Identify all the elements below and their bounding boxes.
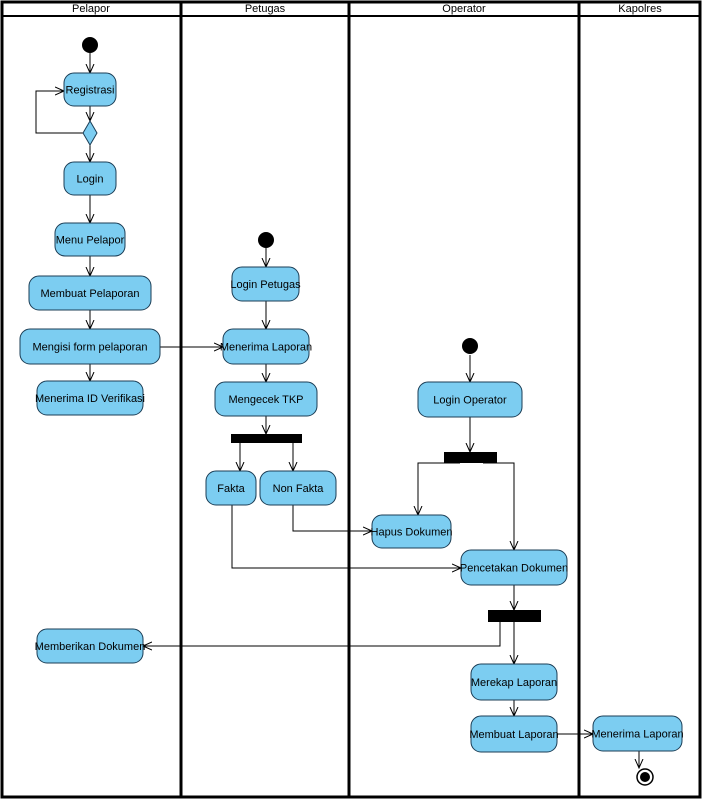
- final-node: [640, 772, 650, 782]
- activity-label: Login Operator: [433, 395, 507, 407]
- activity-label: Pencetakan Dokumen: [460, 563, 568, 575]
- activity-label: Menerima Laporan: [591, 729, 683, 741]
- activity-menerima-laporan-petugas: [222, 328, 310, 365]
- lane-title-kapolres: Kapolres: [618, 3, 662, 15]
- activity-label: Mengisi form pelaporan: [33, 342, 148, 354]
- activity-label: Registrasi: [66, 85, 115, 97]
- activity-label: Hapus Dokumen: [371, 527, 453, 539]
- activity-label: Merekap Laporan: [471, 677, 557, 689]
- flow-edge: [35, 91, 83, 134]
- flow-edge: [143, 622, 501, 646]
- fork-bar: [231, 434, 302, 443]
- activity-menerima-laporan-kapolres: [592, 715, 683, 752]
- activity-registrasi: [63, 72, 117, 107]
- activity-label: Login: [77, 174, 104, 186]
- activity-non-fakta: [259, 470, 337, 506]
- flow-edge: [483, 462, 514, 550]
- activity-login-operator: [417, 381, 523, 418]
- flow-edge: [418, 462, 460, 515]
- decision-node: [82, 120, 98, 146]
- activity-label: Membuat Laporan: [469, 729, 558, 741]
- initial-node: [258, 232, 274, 248]
- flow-edge: [292, 505, 372, 531]
- activity-label: Non Fakta: [273, 483, 325, 495]
- lane-title-petugas: Petugas: [245, 3, 286, 15]
- activity-label: Menu Pelapor: [56, 235, 125, 247]
- control-nodes: [82, 37, 654, 786]
- initial-node: [82, 37, 98, 53]
- activity-label: Mengecek TKP: [228, 394, 303, 406]
- activity-login: [63, 161, 117, 196]
- activity-hapus-dokumen: [371, 514, 452, 549]
- flow-edges: [35, 53, 639, 768]
- activity-label: Fakta: [217, 483, 245, 495]
- flow-edge: [231, 505, 461, 568]
- activity-menu-pelapor: [54, 222, 126, 257]
- lane-title-pelapor: Pelapor: [72, 3, 110, 15]
- activity-pencetakan-dokumen: [460, 549, 568, 586]
- activity-label: Memberikan Dokumen: [35, 641, 146, 653]
- activity-fakta: [205, 470, 257, 506]
- activity-label: Membuat Pelaporan: [40, 288, 139, 300]
- activity-mengecek-tkp: [214, 381, 318, 417]
- activity-label: Menerima Laporan: [220, 342, 312, 354]
- fork-bar: [444, 452, 497, 463]
- activity-labels: Registrasi Login Menu Pelapor Membuat Pe…: [33, 85, 684, 742]
- activities: [19, 72, 683, 753]
- activity-mengisi-form: [19, 328, 161, 365]
- activity-merekap-laporan: [470, 663, 558, 701]
- activity-memberikan-dokumen: [36, 628, 144, 664]
- activity-label: Login Petugas: [230, 279, 301, 291]
- activity-membuat-pelaporan: [28, 275, 152, 311]
- activity-label: Menerima ID Verifikasi: [35, 393, 145, 405]
- initial-node: [462, 338, 478, 354]
- activity-menerima-id: [36, 380, 144, 416]
- activity-membuat-laporan: [470, 715, 558, 753]
- fork-bar: [488, 610, 541, 622]
- lane-title-operator: Operator: [442, 3, 486, 15]
- activity-login-petugas: [231, 266, 300, 302]
